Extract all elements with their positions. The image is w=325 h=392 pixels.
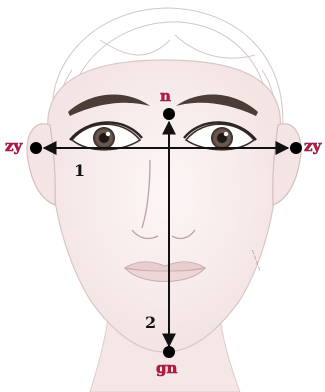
point-zy-left: [30, 142, 42, 154]
label-gn: gn: [156, 359, 177, 377]
point-zy-right: [290, 142, 302, 154]
label-zy-left: zy: [5, 137, 24, 155]
label-zy-right: zy: [304, 137, 323, 155]
label-measure-1: 1: [74, 161, 85, 180]
label-measure-2: 2: [145, 313, 156, 332]
label-n: n: [160, 87, 171, 105]
point-n: [163, 108, 175, 120]
point-gn: [163, 346, 175, 358]
